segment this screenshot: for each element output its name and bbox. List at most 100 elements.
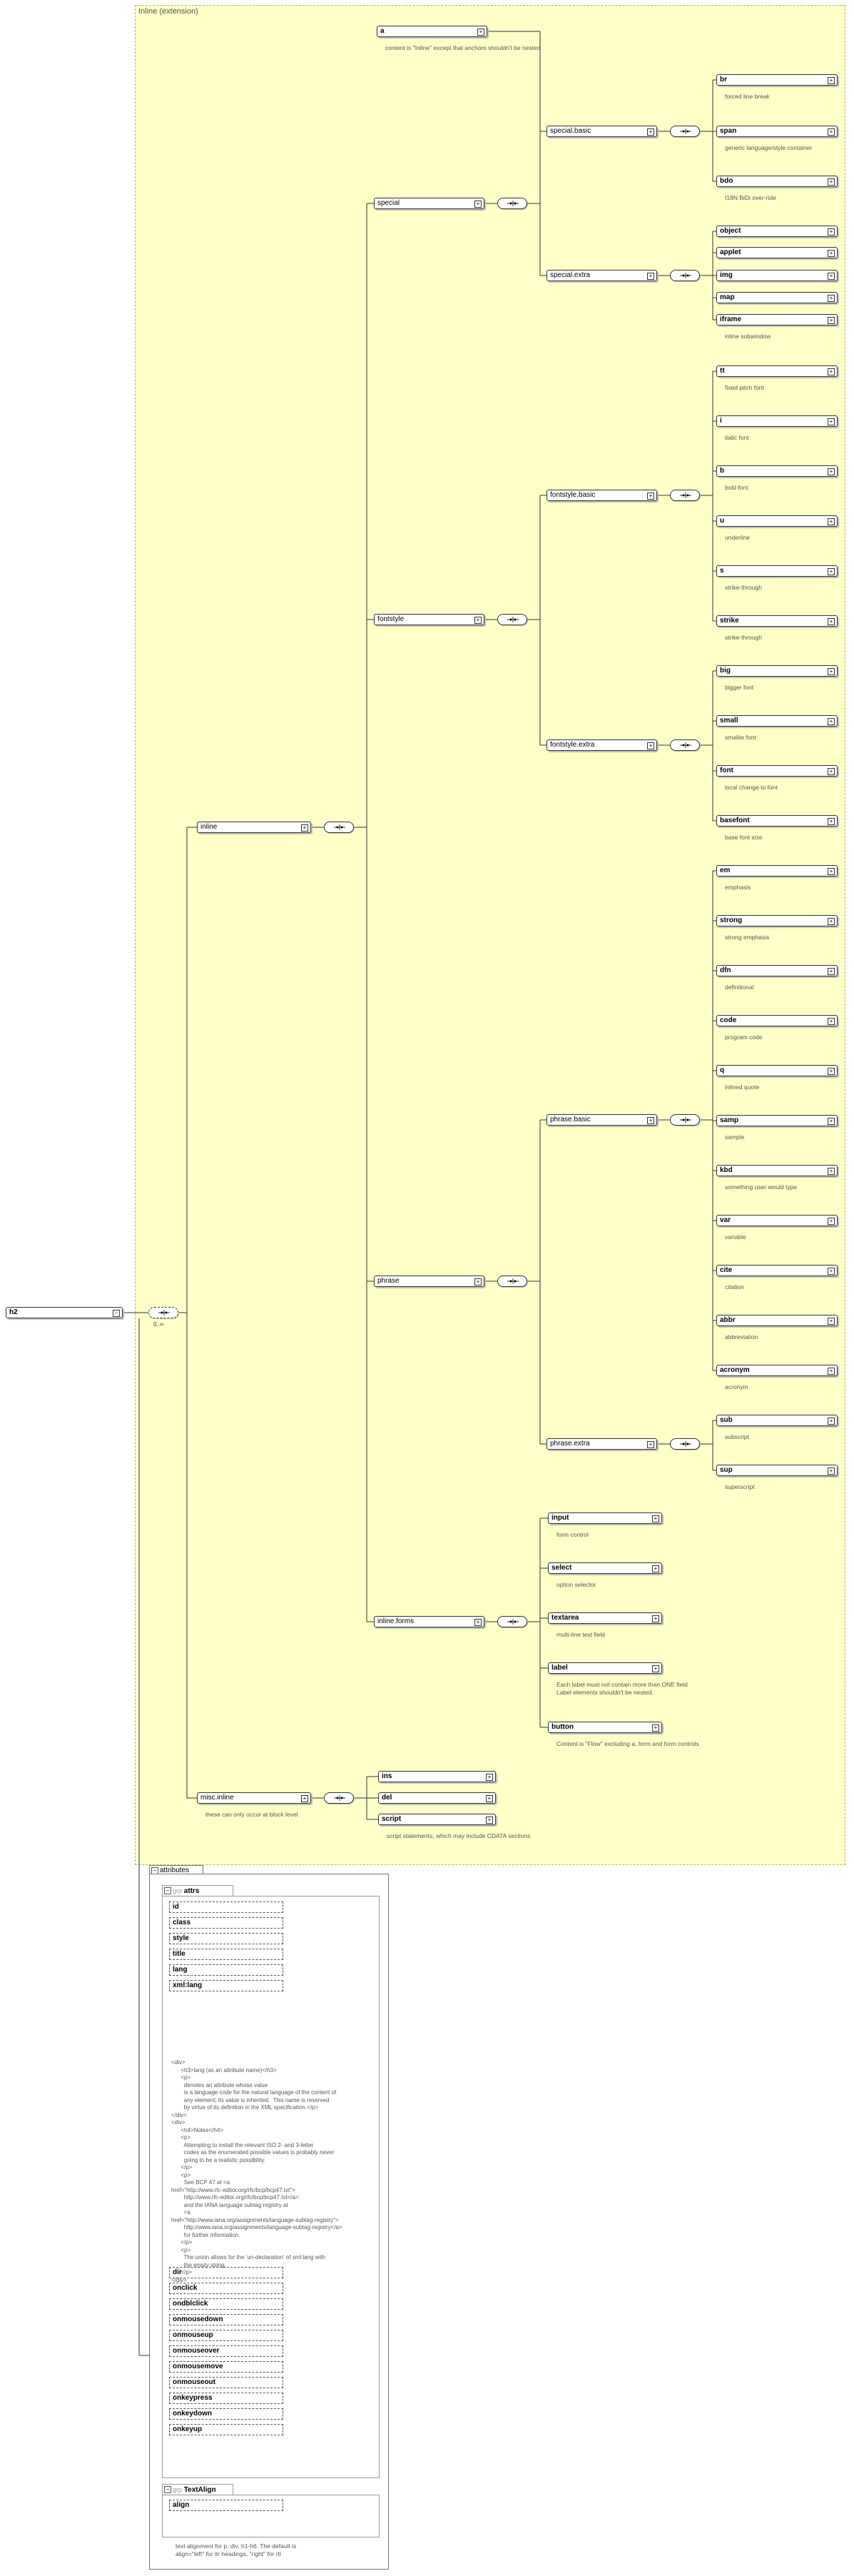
- element-code[interactable]: code+: [716, 1015, 838, 1026]
- expand-icon[interactable]: +: [828, 1268, 835, 1275]
- expand-icon[interactable]: +: [828, 718, 835, 725]
- attribute-lang[interactable]: lang: [169, 1964, 283, 1976]
- group-ref-misc-inline[interactable]: misc.inline+: [197, 1792, 311, 1804]
- element-img[interactable]: img+: [716, 270, 838, 281]
- element-a[interactable]: a+: [377, 26, 487, 37]
- expand-icon[interactable]: +: [652, 1615, 659, 1622]
- element-input[interactable]: input+: [548, 1512, 662, 1524]
- textalign-group-tab[interactable]: − grp TextAlign: [162, 2484, 233, 2495]
- attribute-onmouseover[interactable]: onmouseover: [169, 2345, 283, 2357]
- expand-icon[interactable]: +: [652, 1515, 659, 1522]
- group-ref-phrase-extra[interactable]: phrase.extra+: [547, 1438, 657, 1450]
- expand-icon[interactable]: +: [828, 1068, 835, 1075]
- attribute-style[interactable]: style: [169, 1933, 283, 1944]
- element-abbr[interactable]: abbr+: [716, 1315, 838, 1326]
- element-map[interactable]: map+: [716, 292, 838, 303]
- expand-icon[interactable]: +: [486, 1774, 493, 1781]
- expand-icon[interactable]: +: [474, 201, 482, 208]
- expand-icon[interactable]: +: [652, 1724, 659, 1732]
- expand-icon[interactable]: +: [828, 368, 835, 375]
- element-br[interactable]: br+: [716, 74, 838, 86]
- element-var[interactable]: var+: [716, 1215, 838, 1226]
- group-ref-inline-forms[interactable]: inline.forms+: [374, 1616, 484, 1627]
- expand-icon[interactable]: +: [828, 1118, 835, 1125]
- expand-icon[interactable]: +: [474, 617, 482, 624]
- expand-icon[interactable]: −: [113, 1310, 120, 1317]
- expand-icon[interactable]: +: [647, 273, 654, 280]
- element-strike[interactable]: strike+: [716, 615, 838, 627]
- attribute-onkeypress[interactable]: onkeypress: [169, 2393, 283, 2404]
- group-ref-fontstyle-basic[interactable]: fontstyle.basic+: [547, 490, 657, 501]
- attribute-onmousedown[interactable]: onmousedown: [169, 2314, 283, 2325]
- element-object[interactable]: object+: [716, 226, 838, 237]
- expand-icon[interactable]: +: [828, 1418, 835, 1425]
- element-cite[interactable]: cite+: [716, 1265, 838, 1276]
- expand-icon[interactable]: +: [647, 1117, 654, 1124]
- element-dfn[interactable]: dfn+: [716, 965, 838, 976]
- element-b[interactable]: b+: [716, 465, 838, 477]
- element-i[interactable]: i+: [716, 415, 838, 427]
- expand-icon[interactable]: +: [828, 968, 835, 975]
- attribute-onkeydown[interactable]: onkeydown: [169, 2408, 283, 2420]
- element-small[interactable]: small+: [716, 715, 838, 727]
- expand-icon[interactable]: +: [477, 29, 484, 36]
- expand-icon[interactable]: +: [828, 273, 835, 280]
- element-iframe[interactable]: iframe+: [716, 314, 838, 325]
- expand-icon[interactable]: +: [828, 250, 835, 257]
- group-ref-phrase-basic[interactable]: phrase.basic+: [547, 1114, 657, 1126]
- element-em[interactable]: em+: [716, 865, 838, 877]
- expand-icon[interactable]: +: [828, 77, 835, 84]
- element-strong[interactable]: strong+: [716, 915, 838, 926]
- attribute-align[interactable]: align: [169, 2500, 283, 2511]
- expand-icon[interactable]: +: [652, 1665, 659, 1672]
- element-acronym[interactable]: acronym+: [716, 1365, 838, 1376]
- expand-icon[interactable]: +: [828, 518, 835, 525]
- expand-icon[interactable]: +: [828, 618, 835, 625]
- group-ref-special[interactable]: special+: [374, 198, 484, 209]
- attribute-onclick[interactable]: onclick: [169, 2283, 283, 2294]
- attribute-onmouseup[interactable]: onmouseup: [169, 2330, 283, 2341]
- expand-icon[interactable]: +: [828, 768, 835, 775]
- group-ref-fontstyle-extra[interactable]: fontstyle.extra+: [547, 739, 657, 751]
- expand-icon[interactable]: +: [647, 493, 654, 500]
- expand-icon[interactable]: +: [474, 1619, 482, 1626]
- element-script[interactable]: script+: [378, 1814, 496, 1825]
- expand-icon[interactable]: +: [828, 818, 835, 825]
- attribute-id[interactable]: id: [169, 1901, 283, 1913]
- attribute-dir[interactable]: dir: [169, 2267, 283, 2278]
- attribute-onkeyup[interactable]: onkeyup: [169, 2424, 283, 2435]
- expand-icon[interactable]: +: [828, 868, 835, 875]
- expand-icon[interactable]: +: [652, 1565, 659, 1572]
- expand-icon[interactable]: +: [828, 918, 835, 925]
- expand-icon[interactable]: +: [828, 1218, 835, 1225]
- element-s[interactable]: s+: [716, 565, 838, 577]
- attribute-title[interactable]: title: [169, 1949, 283, 1960]
- element-select[interactable]: select+: [548, 1562, 662, 1574]
- group-ref-inline[interactable]: inline+: [197, 822, 311, 833]
- element-tt[interactable]: tt+: [716, 365, 838, 377]
- group-ref-special-basic[interactable]: special.basic+: [547, 126, 657, 137]
- attribute-ondblclick[interactable]: ondblclick: [169, 2298, 283, 2310]
- expand-icon[interactable]: +: [301, 1795, 308, 1802]
- attribute-onmouseout[interactable]: onmouseout: [169, 2377, 283, 2388]
- collapse-icon[interactable]: −: [164, 2486, 171, 2493]
- element-button[interactable]: button+: [548, 1722, 662, 1733]
- expand-icon[interactable]: +: [828, 1018, 835, 1025]
- root-element-h2[interactable]: h2 −: [6, 1307, 123, 1318]
- element-applet[interactable]: applet+: [716, 247, 838, 258]
- element-span[interactable]: span+: [716, 126, 838, 137]
- expand-icon[interactable]: +: [828, 568, 835, 575]
- expand-icon[interactable]: +: [647, 128, 654, 136]
- element-textarea[interactable]: textarea+: [548, 1612, 662, 1624]
- element-samp[interactable]: samp+: [716, 1115, 838, 1126]
- expand-icon[interactable]: +: [828, 228, 835, 236]
- expand-icon[interactable]: +: [474, 1278, 482, 1286]
- expand-icon[interactable]: +: [828, 418, 835, 425]
- expand-icon[interactable]: +: [828, 668, 835, 675]
- element-label[interactable]: label+: [548, 1662, 662, 1674]
- element-u[interactable]: u+: [716, 515, 838, 527]
- attribute-class[interactable]: class: [169, 1917, 283, 1929]
- expand-icon[interactable]: +: [828, 317, 835, 324]
- element-del[interactable]: del+: [378, 1792, 496, 1804]
- attribute-onmousemove[interactable]: onmousemove: [169, 2361, 283, 2373]
